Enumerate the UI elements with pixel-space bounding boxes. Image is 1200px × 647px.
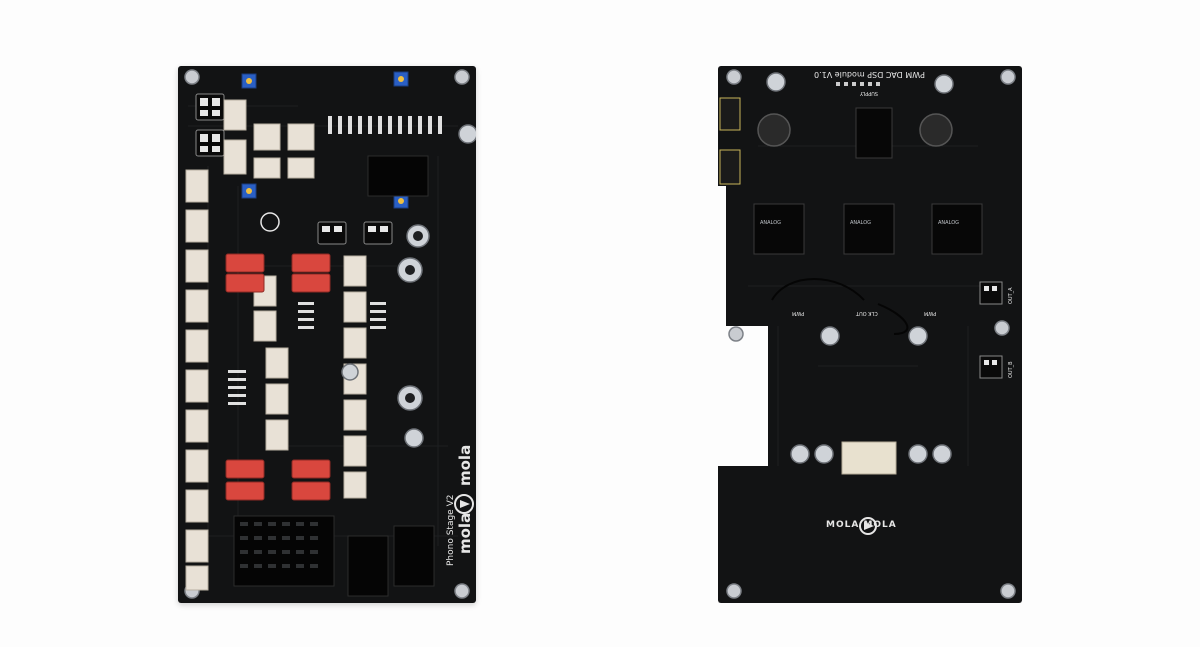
module-title: PWM DAC DSP module V1.0 bbox=[814, 70, 925, 79]
phono-stage-board: mola mola Phono Stage V2 bbox=[178, 66, 476, 603]
clk-out-label: CLK OUT bbox=[856, 310, 878, 316]
brand-text-left: mola bbox=[456, 512, 474, 554]
connector-column bbox=[185, 169, 209, 591]
brand-text-left-2: mola bbox=[456, 444, 474, 486]
supply-label: SUPPLY bbox=[860, 90, 879, 96]
screw bbox=[184, 69, 200, 85]
out-a-label: OUT_A bbox=[1008, 287, 1014, 304]
model-text: Phono Stage V2 bbox=[446, 494, 456, 566]
phono-stage-board-art bbox=[184, 69, 476, 599]
mola-logo-icon-right bbox=[859, 517, 877, 535]
brand-text-right: MOLA MOLA bbox=[826, 520, 897, 530]
pwm-dac-dsp-board-art: ANALOG ANALOG ANALOG bbox=[718, 69, 1022, 599]
svg-text:ANALOG: ANALOG bbox=[760, 220, 781, 226]
pwm-label-1: PWM bbox=[792, 310, 805, 316]
red-relays bbox=[225, 253, 331, 501]
mola-logo-icon bbox=[454, 494, 474, 514]
pwm-dac-dsp-board: ANALOG ANALOG ANALOG PWM DAC DSP module V1… bbox=[718, 66, 1022, 603]
svg-text:ANALOG: ANALOG bbox=[850, 220, 871, 226]
svg-text:ANALOG: ANALOG bbox=[938, 220, 959, 226]
out-b-label: OUT_B bbox=[1008, 361, 1014, 378]
pwm-label-2: PWM bbox=[924, 310, 937, 316]
dsp-chip bbox=[753, 203, 805, 255]
